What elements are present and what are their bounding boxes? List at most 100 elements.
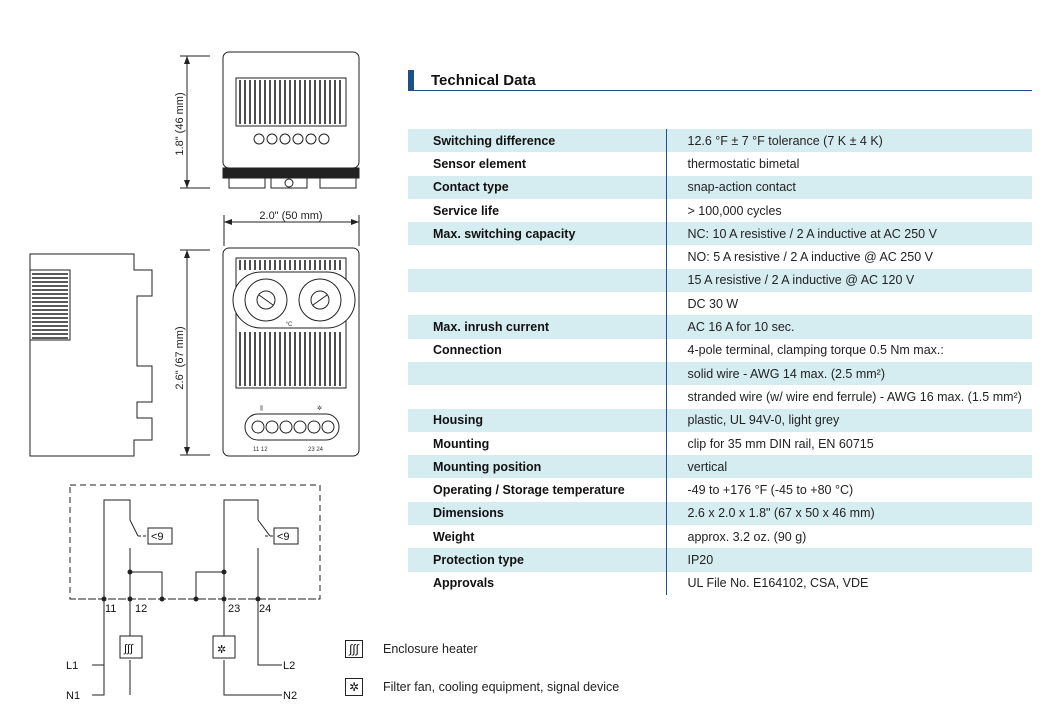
terminal-23: 23	[228, 603, 240, 615]
front-fan-mark: ✲	[317, 405, 322, 412]
row-value: clip for 35 mm DIN rail, EN 60715	[665, 431, 1032, 456]
row-value: NO: 5 A resistive / 2 A inductive @ AC 2…	[665, 245, 1032, 269]
front-terminals-left: 11 12	[253, 447, 268, 453]
row-key: Max. switching capacity	[408, 222, 666, 246]
top-view-terminal-holes	[253, 133, 330, 145]
top-view-body	[222, 51, 360, 169]
front-terminals-right: 23 24	[308, 447, 324, 453]
terminal-12: 12	[135, 603, 147, 615]
row-key: Approvals	[433, 576, 495, 591]
line-n1: N1	[66, 690, 80, 702]
row-key	[408, 292, 666, 315]
wiring-heater-box	[119, 635, 143, 659]
setpoint-left: <9	[151, 531, 164, 543]
wiring-fan-box	[212, 635, 236, 659]
heater-icon: ∫∫∫	[345, 640, 363, 658]
technical-drawing: 1.8" (46 mm) 2.0" (50 mm) 2.6" (67 mm) °…	[29, 51, 360, 702]
table-row: 15 A resistive / 2 A inductive @ AC 120 …	[408, 268, 1032, 293]
row-value: vertical	[665, 455, 1032, 479]
table-row: Approvals UL File No. E164102, CSA, VDE	[408, 571, 1032, 595]
row-key: Housing	[408, 408, 666, 432]
table-row: Service life > 100,000 cycles	[408, 198, 1032, 223]
row-key: Connection	[433, 343, 502, 358]
line-l2: L2	[283, 660, 295, 672]
line-l1: L1	[66, 660, 78, 672]
setpoint-right: <9	[277, 531, 290, 543]
section-accent-bar	[408, 70, 414, 90]
row-key	[408, 361, 666, 386]
terminal-24: 24	[259, 603, 271, 615]
row-key: Max. inrush current	[408, 315, 666, 339]
top-view-clips	[228, 177, 357, 189]
row-value: AC 16 A for 10 sec.	[665, 315, 1032, 339]
row-value: 2.6 x 2.0 x 1.8" (67 x 50 x 46 mm)	[665, 501, 1032, 526]
row-key	[408, 268, 666, 293]
dial-right-knob	[310, 290, 330, 310]
row-value: > 100,000 cycles	[665, 198, 1032, 223]
row-value: DC 30 W	[665, 292, 1032, 316]
row-key: Switching difference	[408, 129, 666, 153]
table-row: solid wire - AWG 14 max. (2.5 mm²)	[408, 361, 1032, 386]
dim-label-front-height: 2.6" (67 mm)	[174, 326, 186, 389]
row-key: Weight	[433, 529, 475, 544]
front-terminal-block	[244, 413, 340, 441]
fan-icon: ✲	[217, 644, 226, 656]
table-row: Connection 4-pole terminal, clamping torq…	[408, 338, 1032, 362]
table-row: stranded wire (w/ wire end ferrule) - AW…	[408, 385, 1032, 409]
row-key: Sensor element	[433, 156, 527, 171]
row-value: -49 to +176 °F (-45 to +80 °C)	[665, 478, 1032, 502]
row-key	[408, 385, 666, 408]
fan-icon: ✲	[345, 678, 363, 696]
row-key: Contact type	[408, 175, 666, 199]
front-view-vents	[235, 257, 347, 389]
row-value: 12.6 °F ± 7 °F tolerance (7 K ± 4 K)	[665, 129, 1032, 153]
section-title: Technical Data	[431, 72, 536, 89]
legend-label: Enclosure heater	[383, 642, 478, 656]
table-row: Operating / Storage temperature -49 to +1…	[408, 478, 1032, 502]
row-value: NC: 10 A resistive / 2 A inductive at AC…	[665, 222, 1032, 246]
side-view	[29, 253, 153, 457]
table-row: DC 30 W	[408, 292, 1032, 316]
row-value: approx. 3.2 oz. (90 g)	[665, 525, 1032, 549]
row-key: Service life	[433, 203, 500, 218]
dial-left-knob	[256, 290, 276, 310]
row-key: Mounting	[433, 436, 490, 451]
section-header: Technical Data	[408, 70, 1032, 91]
dim-label-width: 2.0" (50 mm)	[259, 210, 322, 222]
row-value: 4-pole terminal, clamping torque 0.5 Nm …	[665, 338, 1032, 362]
row-value: IP20	[665, 548, 1032, 572]
table-row: Sensor element thermostatic bimetal	[408, 152, 1032, 176]
line-n2: N2	[283, 690, 297, 702]
top-view-base	[222, 167, 360, 179]
table-row: Weight approx. 3.2 oz. (90 g)	[408, 525, 1032, 549]
row-key: Operating / Storage temperature	[433, 483, 625, 498]
dial-unit: °C	[286, 322, 293, 328]
row-value: snap-action contact	[665, 175, 1032, 199]
top-view-vents	[235, 77, 347, 127]
row-value: stranded wire (w/ wire end ferrule) - AW…	[665, 385, 1032, 409]
row-value: solid wire - AWG 14 max. (2.5 mm²)	[665, 361, 1032, 386]
table-row: Mounting clip for 35 mm DIN rail, EN 6071…	[408, 431, 1032, 456]
front-heater-mark: ⫼	[260, 405, 263, 412]
terminal-11: 11	[105, 603, 116, 615]
row-value: 15 A resistive / 2 A inductive @ AC 120 …	[665, 268, 1032, 293]
row-key	[408, 245, 666, 268]
legend-label: Filter fan, cooling equipment, signal de…	[383, 680, 620, 694]
table-row: NO: 5 A resistive / 2 A inductive @ AC 2…	[408, 245, 1032, 269]
heater-icon: ∫∫∫	[123, 643, 134, 655]
row-value: plastic, UL 94V-0, light grey	[665, 408, 1032, 432]
row-value: thermostatic bimetal	[665, 152, 1032, 176]
row-key: Dimensions	[408, 501, 666, 526]
front-view-body	[222, 247, 360, 457]
row-value: UL File No. E164102, CSA, VDE	[665, 571, 1032, 595]
row-key: Protection type	[408, 548, 666, 572]
